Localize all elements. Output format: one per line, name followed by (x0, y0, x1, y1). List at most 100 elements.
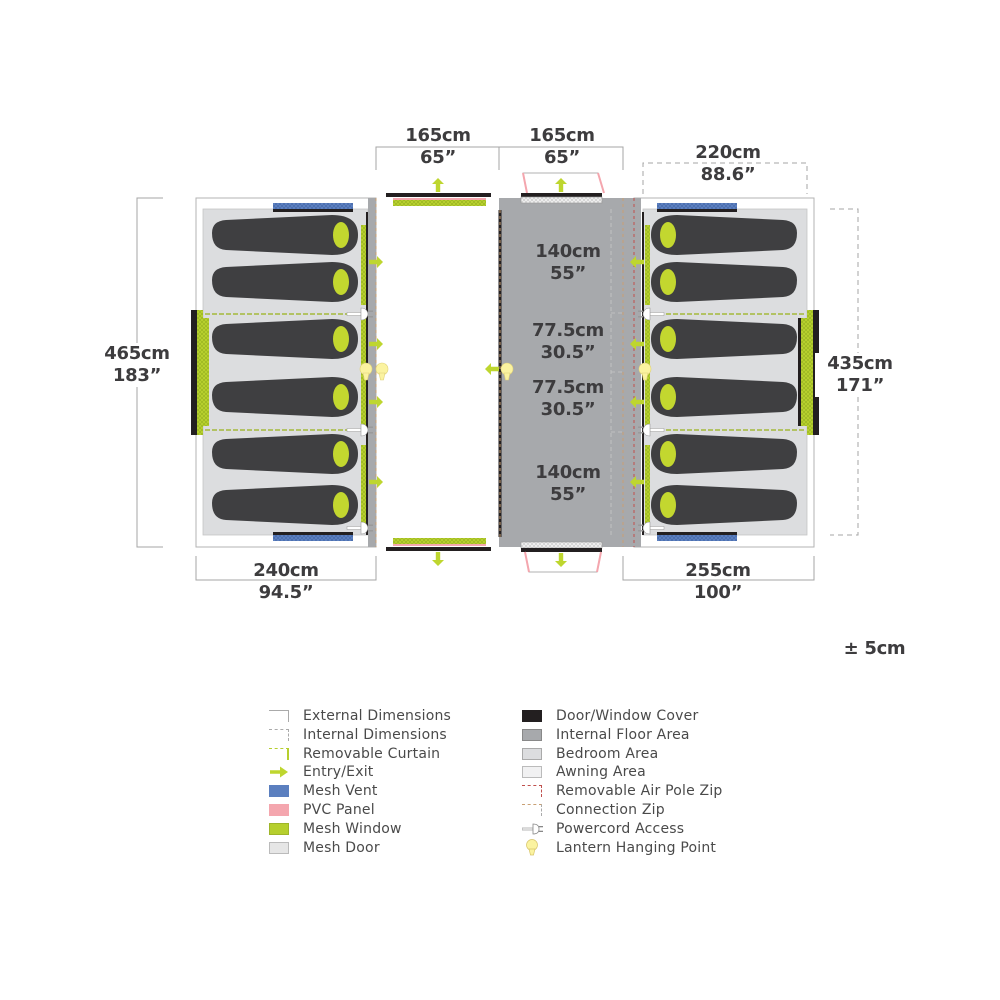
legend-label: Mesh Door (303, 839, 380, 856)
internal-floor-area (499, 198, 623, 547)
entry-exit-arrow-icon (432, 178, 444, 192)
dimension-floor-section-2: 77.5cm 30.5” (518, 320, 618, 364)
sleeping-bag-head (333, 326, 349, 352)
legend-item: PVC Panel (269, 801, 375, 819)
mesh-vent (273, 203, 353, 209)
right-sleeping-bags (651, 215, 797, 525)
internal-floor-area-swatch (522, 728, 542, 741)
dimension-floor-section-4: 140cm 55” (518, 462, 618, 506)
legend-item: Connection Zip (522, 801, 665, 819)
legend-item: Mesh Door (269, 839, 380, 857)
legend-label: Mesh Window (303, 820, 402, 837)
sleeping-bag-head (660, 222, 676, 248)
dimension-in: 55” (550, 263, 586, 284)
sleeping-bag (651, 319, 797, 359)
sleeping-bag (212, 485, 358, 525)
pvc-panel-swatch (269, 804, 289, 816)
legend-label: Lantern Hanging Point (556, 839, 717, 856)
sleeping-bag (212, 434, 358, 474)
dimension-cm: 255cm (685, 560, 751, 581)
mesh-vent (657, 203, 737, 209)
dimension-cm: 465cm (104, 343, 170, 364)
sleeping-bag-head (660, 326, 676, 352)
sleeping-bag-head (660, 269, 676, 295)
mesh-vent (657, 535, 737, 541)
sleeping-bag (212, 319, 358, 359)
dimension-overall-depth: 465cm 183” (92, 343, 182, 387)
powercord-access-icon (521, 823, 543, 835)
mesh-window-swatch (269, 822, 289, 835)
awning-area (376, 198, 499, 547)
legend-item: Bedroom Area (522, 745, 658, 763)
sleeping-bag (651, 485, 797, 525)
mesh-window (645, 225, 650, 305)
dimension-cm: 77.5cm (531, 377, 605, 398)
legend-item: External Dimensions (269, 707, 451, 725)
dimension-top-left-door: 165cm 65” (388, 125, 488, 169)
removable-air-pole-zip-icon (522, 785, 542, 798)
sleeping-bag-head (333, 492, 349, 518)
sleeping-bag (651, 262, 797, 302)
dimension-right-bedroom-width: 255cm 100” (668, 560, 768, 604)
sleeping-bag (212, 377, 358, 417)
dimension-cm: 165cm (529, 125, 595, 146)
legend-label: Internal Dimensions (303, 726, 447, 743)
legend-label: Bedroom Area (556, 745, 659, 762)
legend-label: Connection Zip (556, 802, 665, 818)
dimension-left-bedroom-width: 240cm 94.5” (236, 560, 336, 604)
internal-dimensions-icon (269, 728, 289, 741)
legend-item: Internal Floor Area (522, 726, 690, 744)
dimension-cm: 140cm (535, 241, 601, 262)
dimension-right-bedroom-internal-depth: 435cm 171” (815, 353, 905, 397)
left-sleeping-bags (212, 215, 358, 525)
sleeping-bag-head (333, 441, 349, 467)
legend-label: Awning Area (556, 764, 646, 781)
dimension-in: 30.5” (540, 399, 596, 420)
legend-item: Lantern Hanging Point (522, 838, 717, 857)
legend-item: Door/Window Cover (522, 707, 698, 725)
mesh-vent-swatch (269, 785, 289, 798)
dimension-cm: 220cm (695, 142, 761, 163)
awning-area-swatch (522, 766, 542, 779)
legend-label: Removable Air Pole Zip (556, 783, 723, 800)
dimension-in: 171” (835, 375, 885, 396)
dimension-cm: 165cm (405, 125, 471, 146)
legend-label: Internal Floor Area (556, 726, 690, 743)
legend-item: Removable Air Pole Zip (522, 782, 723, 800)
dimension-cm: 140cm (535, 462, 601, 483)
sleeping-bag-head (660, 441, 676, 467)
legend-label: PVC Panel (303, 802, 375, 818)
dimension-in: 65” (420, 147, 456, 168)
dimension-in: 100” (693, 582, 743, 603)
mesh-window (361, 225, 366, 305)
dimension-in: 88.6” (700, 164, 756, 185)
door-window-cover-swatch (522, 710, 542, 722)
dimension-cm: 240cm (253, 560, 319, 581)
mesh-window (393, 538, 486, 544)
legend-item: Removable Curtain (269, 745, 440, 763)
mesh-vent (273, 535, 353, 541)
dimension-floor-section-3: 77.5cm 30.5” (518, 377, 618, 421)
dimension-in: 94.5” (258, 582, 314, 603)
mesh-window (361, 445, 366, 525)
sleeping-bag-head (333, 384, 349, 410)
legend-label: External Dimensions (303, 708, 452, 724)
external-dimensions-icon (269, 710, 289, 722)
dimension-in: 65” (544, 147, 580, 168)
legend-label: Entry/Exit (303, 764, 374, 781)
entry-exit-arrow-icon (432, 552, 444, 566)
sleeping-bag-head (660, 384, 676, 410)
legend-item: Mesh Vent (269, 782, 378, 800)
mesh-door (520, 541, 603, 549)
sleeping-bag (212, 215, 358, 255)
legend-item: Internal Dimensions (269, 726, 447, 744)
sleeping-bag-head (333, 222, 349, 248)
removable-curtain-icon (269, 747, 289, 760)
legend-label: Mesh Vent (303, 783, 378, 800)
bedroom-area-swatch (522, 747, 542, 760)
legend-label: Removable Curtain (303, 745, 441, 762)
dimension-cm: 435cm (827, 353, 893, 374)
lantern-hanging-point-icon (522, 838, 542, 857)
sleeping-bag-head (333, 269, 349, 295)
